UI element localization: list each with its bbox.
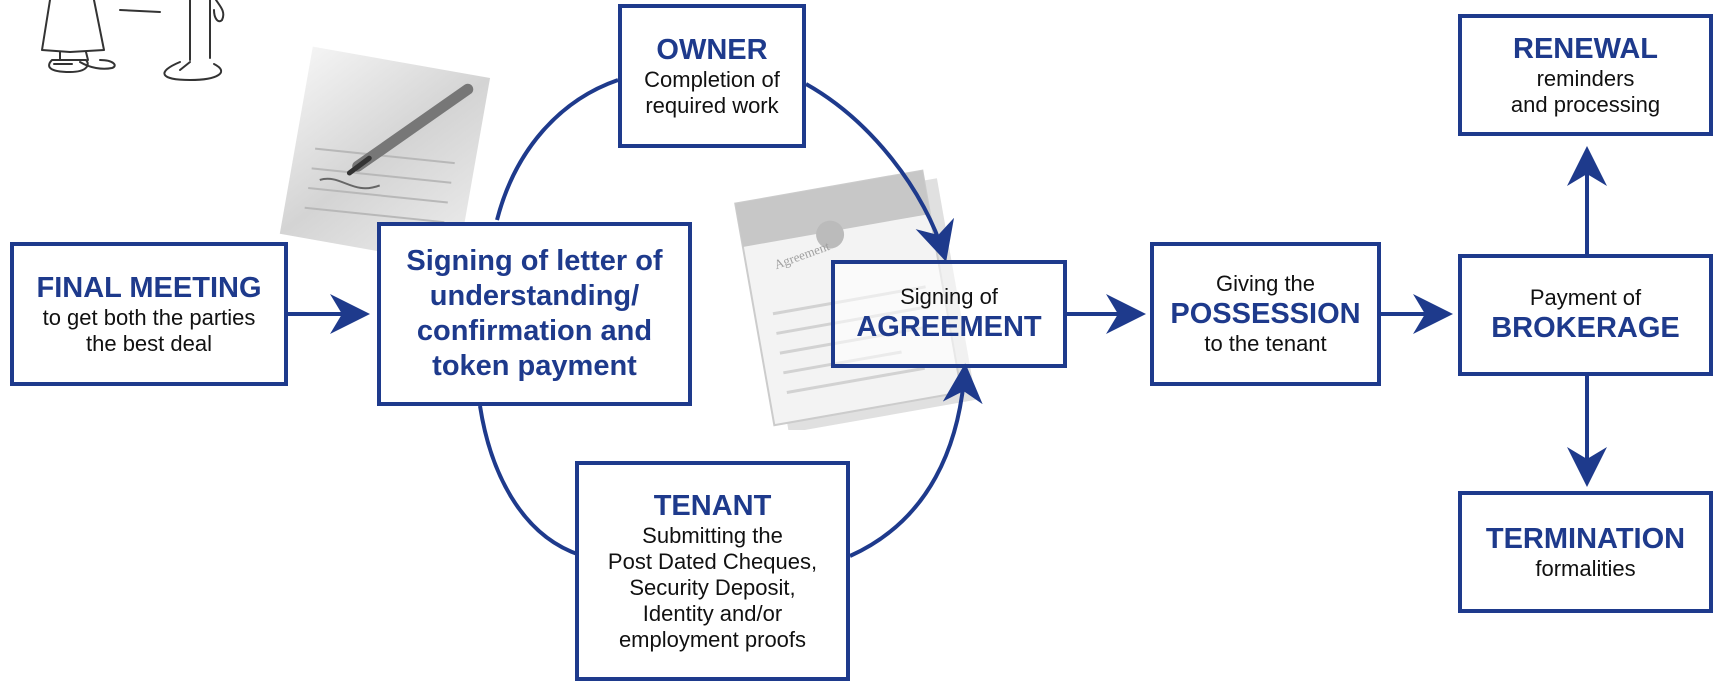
brokerage-pre: Payment of <box>1529 285 1642 310</box>
termination-title: TERMINATION <box>1485 523 1686 555</box>
tenant-subtitle: Submitting the Post Dated Cheques, Secur… <box>607 523 818 652</box>
letter-of-understanding-title: Signing of letter of understanding/ conf… <box>406 245 663 382</box>
letter-of-understanding-box: Signing of letter of understanding/ conf… <box>377 222 692 406</box>
agreement-pre: Signing of <box>900 284 998 309</box>
possession-title: POSSESSION <box>1170 298 1361 330</box>
final-meeting-title: FINAL MEETING <box>36 272 262 304</box>
renewal-title: RENEWAL <box>1513 33 1658 65</box>
arc-owner-to-agreement <box>805 82 955 262</box>
owner-subtitle: Completion of required work <box>644 67 780 118</box>
agreement-box: Signing of AGREEMENT <box>831 260 1067 368</box>
final-meeting-box: FINAL MEETING to get both the parties th… <box>10 242 288 386</box>
renewal-box: RENEWAL reminders and processing <box>1458 14 1713 136</box>
possession-pre: Giving the <box>1215 271 1316 296</box>
agreement-title: AGREEMENT <box>856 311 1042 343</box>
owner-title: OWNER <box>656 34 768 66</box>
owner-box: OWNER Completion of required work <box>618 4 806 148</box>
pen-signing-photo <box>279 46 491 266</box>
renewal-subtitle: reminders and processing <box>1510 66 1661 117</box>
possession-post: to the tenant <box>1204 331 1327 356</box>
termination-box: TERMINATION formalities <box>1458 491 1713 613</box>
termination-subtitle: formalities <box>1535 556 1636 581</box>
possession-box: Giving the POSSESSION to the tenant <box>1150 242 1381 386</box>
people-sketch-illustration <box>41 0 225 81</box>
tenant-box: TENANT Submitting the Post Dated Cheques… <box>575 461 850 681</box>
arc-letter-to-owner <box>495 78 619 221</box>
tenant-title: TENANT <box>653 490 772 522</box>
brokerage-title: BROKERAGE <box>1491 312 1680 344</box>
brokerage-box: Payment of BROKERAGE <box>1458 254 1713 376</box>
arc-tenant-to-agreement <box>849 363 983 558</box>
arc-letter-to-tenant <box>478 405 581 557</box>
final-meeting-subtitle: to get both the parties the best deal <box>42 305 256 356</box>
